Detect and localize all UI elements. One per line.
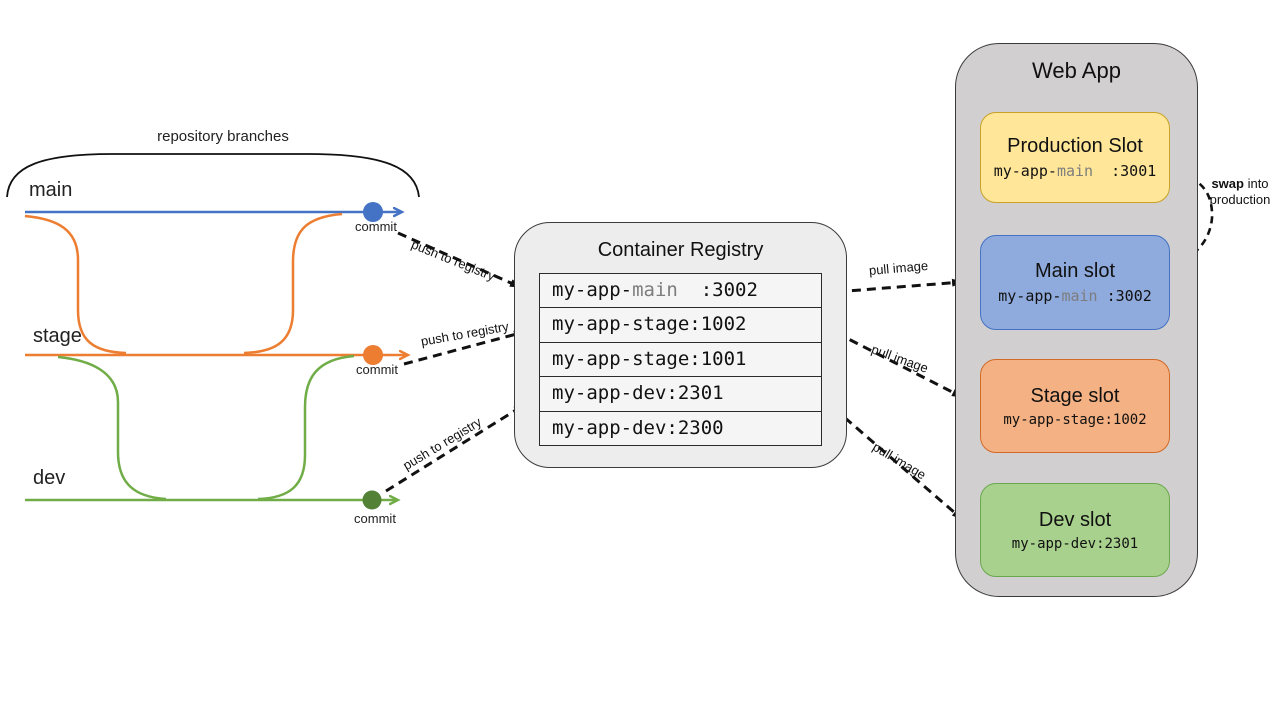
dev-merge-curve (257, 354, 355, 501)
dev-slot: Dev slot my-app-dev:2301 (980, 483, 1170, 577)
stage-slot-image: my-app-stage:1002 (1003, 411, 1147, 428)
container-registry-table: my-app-main :3002 my-app-stage:1002 my-a… (539, 273, 822, 446)
commit-dot-main (363, 202, 383, 222)
commit-dot-stage (363, 345, 383, 365)
commit-label-dev: commit (354, 511, 396, 526)
production-slot-title: Production Slot (1007, 135, 1143, 157)
stage-slot: Stage slot my-app-stage:1002 (980, 359, 1170, 453)
stage-branch-out-curve (24, 214, 127, 355)
main-slot: Main slot my-app-main :3002 (980, 235, 1170, 330)
production-slot: Production Slot my-app-main :3001 (980, 112, 1170, 203)
branch-label-stage: stage (33, 325, 82, 347)
registry-row-stage-1002: my-app-stage:1002 (540, 308, 821, 343)
push-arrow-main (397, 231, 522, 289)
swap-into-production-label: swap into production (1209, 176, 1271, 207)
main-slot-title: Main slot (1034, 260, 1116, 282)
registry-row-dev-2301: my-app-dev:2301 (540, 377, 821, 412)
stage-slot-title: Stage slot (1030, 384, 1120, 407)
registry-row-main-3002: my-app-main :3002 (540, 274, 821, 309)
dev-branch-out-curve (57, 355, 167, 501)
production-slot-image: my-app-main :3001 (993, 162, 1157, 180)
push-arrow-dev (385, 403, 526, 493)
repository-branches-label: repository branches (157, 128, 289, 145)
registry-row-stage-1001: my-app-stage:1001 (540, 343, 821, 378)
dev-slot-title: Dev slot (1038, 508, 1112, 531)
stage-merge-curve (243, 212, 343, 355)
container-registry-title: Container Registry (597, 239, 764, 261)
commit-label-stage: commit (356, 362, 398, 377)
commit-label-main: commit (355, 219, 397, 234)
commit-dot-dev (362, 490, 382, 510)
main-slot-image: my-app-main :3002 (998, 287, 1152, 305)
web-app-title: Web App (1032, 58, 1121, 83)
pull-arrow-stage (822, 324, 964, 399)
repository-branches-bracket (6, 153, 420, 198)
push-arrow-stage (403, 330, 526, 366)
branch-label-dev: dev (33, 467, 66, 489)
branch-label-main: main (29, 179, 73, 201)
dev-slot-image: my-app-dev:2301 (1011, 535, 1139, 552)
registry-row-dev-2300: my-app-dev:2300 (552, 416, 724, 439)
